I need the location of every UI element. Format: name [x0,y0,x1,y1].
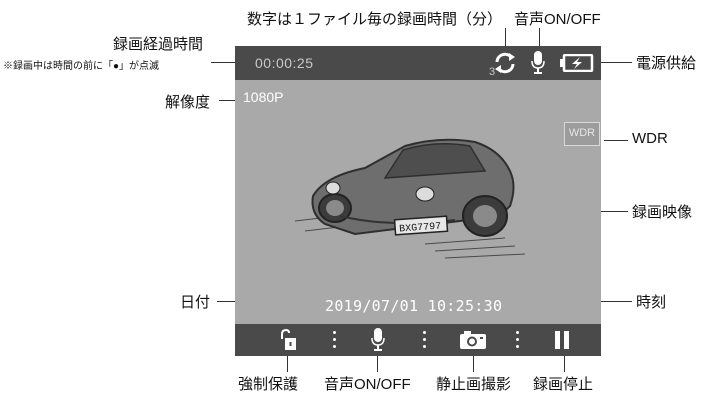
separator-dots [333,331,337,349]
snapshot-leader [473,352,474,372]
power-leader [599,62,632,63]
resolution-leader [219,100,240,101]
wdr-label: WDR [632,130,668,147]
date-label: 日付 [180,294,211,311]
control-bar [235,324,601,356]
pause-icon[interactable] [555,331,569,353]
snapshot-label: 静止画撮影 [436,376,512,393]
lock-label: 強制保護 [238,376,299,393]
license-plate: BXG7797 [399,222,442,236]
status-bar: 00:00:25 3 [235,46,601,80]
camera-icon[interactable] [460,331,486,353]
loop-minutes: 3 [489,66,496,78]
rec-elapsed-time: 00:00:25 [255,55,314,71]
wdr-badge: WDR [564,122,600,146]
pause-leader [564,352,565,372]
loop-leader [505,28,506,46]
battery-charging-icon [560,53,594,76]
pause-label: 録画停止 [533,376,594,393]
time-label: 時刻 [636,294,667,311]
resolution-readout: 1080P [243,89,284,105]
audio-bottom-label: 音声ON/OFF [324,376,411,393]
separator-dots [516,331,520,349]
audio-top-leader [539,28,540,46]
microphone-icon[interactable] [371,328,385,356]
resolution-label: 解像度 [165,94,211,111]
lock-leader [287,352,288,372]
loop-record-icon [493,51,517,81]
dashcam-screen: 00:00:25 3 1080P [235,46,601,356]
audio-top-label: 音声ON/OFF [514,11,601,28]
power-label: 電源供給 [636,55,697,72]
loop-time-note: 数字は１ファイル毎の録画時間（分） [247,11,503,28]
rec-elapsed-leader [211,62,254,63]
unlock-icon[interactable] [279,328,297,355]
recorded-video-image: BXG7797 [294,116,535,270]
datetime-readout: 2019/07/01 10:25:30 [325,297,503,315]
microphone-icon[interactable] [531,51,545,79]
rec-elapsed-note: ※録画中は時間の前に「●」が点滅 [3,61,160,72]
wdr-leader [604,140,628,141]
video-label: 録画映像 [632,204,693,221]
audio-bottom-leader [377,352,378,372]
separator-dots [423,331,427,349]
rec-elapsed-label: 録画経過時間 [113,36,204,53]
